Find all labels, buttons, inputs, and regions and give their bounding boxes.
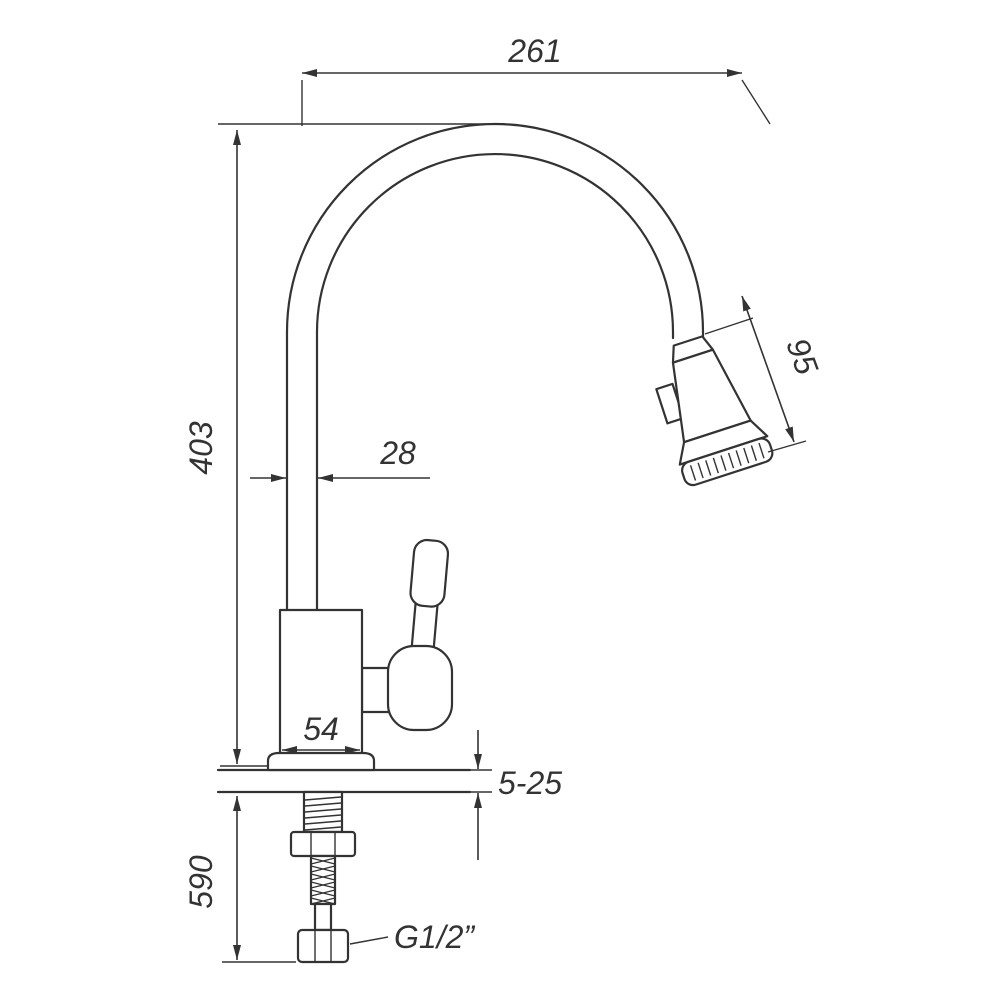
aerator-hatch — [689, 442, 765, 481]
dimension-label-5-25: 5-25 — [498, 765, 562, 801]
handle-grip — [409, 538, 450, 608]
spray-head — [655, 335, 774, 487]
hose-connector-nut — [296, 928, 350, 964]
handle-lever — [360, 538, 454, 732]
dimension-label-28: 28 — [379, 435, 416, 471]
dimension-thread: G1/2” — [349, 919, 475, 955]
spout-inner-arc — [315, 152, 675, 334]
dimension-54: 54 — [282, 711, 360, 754]
dimension-28: 28 — [250, 435, 430, 482]
thread-hatch — [304, 796, 342, 831]
handle-cartridge — [386, 644, 454, 732]
dimension-label-403: 403 — [183, 421, 219, 475]
dimension-403: 403 — [183, 123, 505, 767]
dimension-5-25: 5-25 — [470, 730, 562, 860]
countertop-section — [216, 768, 472, 794]
dimension-label-590: 590 — [183, 855, 219, 909]
supply-hose-assembly — [289, 790, 357, 964]
dimension-261: 261 — [301, 33, 771, 126]
faucet-outline — [266, 122, 705, 772]
dimension-label-95: 95 — [779, 333, 825, 379]
hose-tube — [313, 902, 333, 932]
dimension-label-54: 54 — [303, 711, 339, 747]
aerator-band — [681, 437, 774, 487]
dimension-label-thread: G1/2” — [394, 919, 475, 955]
dimension-590: 590 — [183, 796, 296, 963]
dimension-label-261: 261 — [507, 33, 561, 69]
lock-nut — [289, 830, 357, 858]
base-flange — [266, 751, 376, 772]
faucet-body — [278, 608, 364, 756]
